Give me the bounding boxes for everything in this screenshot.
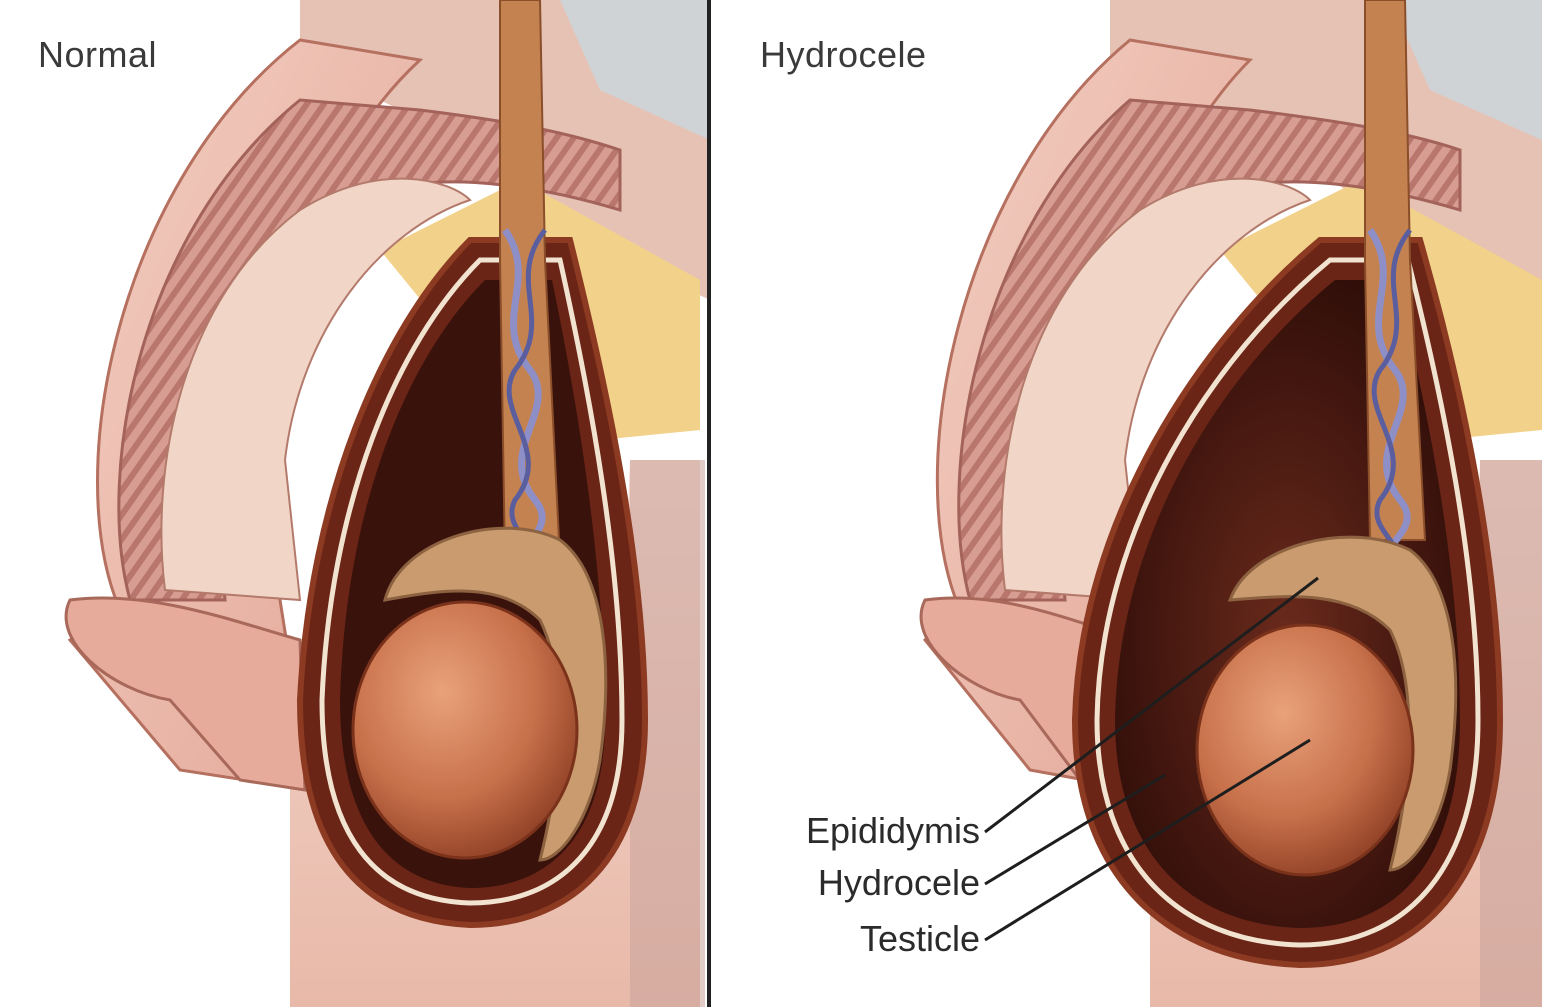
callout-hydrocele: Hydrocele (818, 862, 980, 904)
hydrocele-panel-art (921, 0, 1542, 1007)
callout-epididymis: Epididymis (806, 810, 980, 852)
callout-testicle: Testicle (860, 918, 980, 960)
normal-panel-art (66, 0, 710, 1007)
panel-title-normal: Normal (38, 34, 157, 76)
panel-title-hydrocele: Hydrocele (760, 34, 927, 76)
hydrocele-testicle (1197, 625, 1413, 875)
normal-testicle (353, 602, 577, 858)
